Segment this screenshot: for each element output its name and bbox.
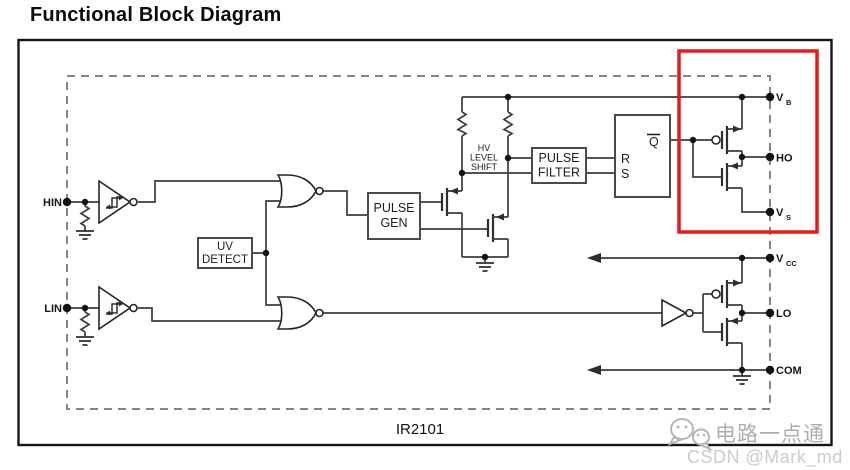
resistors — [79, 111, 514, 333]
ho-output-stage — [711, 125, 742, 191]
pin-label-ho: HO — [776, 153, 793, 165]
pin-label-vb: V — [776, 92, 784, 104]
wechat-icon — [667, 418, 713, 452]
pulse-filter-block: PULSE FILTER — [531, 147, 587, 184]
chip-name-label: IR2101 — [396, 421, 444, 438]
ic-boundary-dashed — [66, 75, 771, 410]
highlight-rectangle — [677, 49, 819, 234]
vcc-feed-arrow — [587, 253, 601, 263]
hv-level-shift-label: HV LEVEL SHIFT — [470, 143, 498, 172]
pin-dot-hin — [62, 197, 72, 207]
com-feed-arrow — [587, 365, 601, 375]
levelshift-mosfet-left — [440, 187, 462, 216]
pulse-gen-block: PULSE GEN — [367, 192, 421, 240]
lin-nor-gate — [276, 296, 324, 330]
pin-dot-vcc — [765, 253, 775, 263]
pin-dot-vb — [765, 92, 775, 102]
lin-schmitt-buffer — [98, 285, 138, 331]
com-ground-icon — [733, 375, 751, 385]
levelshift-mosfet-right — [486, 213, 508, 242]
watermark-credit: CSDN @Mark_md — [687, 447, 843, 468]
pin-dot-lo — [765, 308, 775, 318]
hin-ground-icon — [76, 230, 94, 240]
lin-ground-icon — [76, 336, 94, 346]
lo-pmos — [711, 279, 742, 308]
pulse-filter-label-1: PULSE — [539, 151, 580, 165]
pin-label-vcc: V — [776, 253, 784, 265]
lin-pulldown-resistor — [79, 311, 91, 333]
lo-inverter — [661, 298, 694, 328]
rs-latch-block: R S Q — [614, 114, 671, 198]
ground-symbols — [76, 230, 751, 385]
hin-schmitt-buffer — [98, 179, 138, 225]
latch-qbar-label: Q — [649, 135, 659, 149]
wires — [67, 96, 770, 376]
pin-label-lo: LO — [776, 308, 792, 320]
pin-label-hin: HIN — [43, 197, 62, 209]
pin-label-com: COM — [776, 365, 802, 377]
hysteresis-icon — [106, 301, 123, 316]
ho-pmos — [711, 125, 742, 154]
pin-dot-vs — [765, 207, 775, 217]
hv-resistor-right — [502, 111, 514, 137]
ho-nmos — [720, 162, 742, 191]
pin-dot-ho — [765, 152, 775, 162]
hysteresis-icon — [106, 195, 123, 210]
latch-s-label: S — [621, 167, 629, 181]
hv-label-3: SHIFT — [471, 162, 498, 172]
uv-detect-label-1: UV — [217, 241, 233, 253]
watermark: 电路一点通 CSDN @Mark_md — [667, 418, 843, 468]
pin-dots — [62, 92, 775, 375]
lo-nmos — [720, 317, 742, 346]
pulse-gen-label-2: GEN — [380, 216, 407, 230]
pin-label-lin: LIN — [44, 303, 62, 315]
pin-dot-com — [765, 365, 775, 375]
hin-pulldown-resistor — [79, 205, 91, 227]
pin-label-vcc-sub: CC — [786, 259, 797, 268]
hv-label-2: LEVEL — [470, 153, 498, 163]
pin-labels: HIN LIN V B HO V S V CC LO COM — [43, 92, 802, 377]
latch-r-label: R — [621, 152, 630, 166]
junction-dots — [81, 93, 746, 374]
pin-label-vb-sub: B — [786, 98, 792, 107]
pin-label-vs: V — [776, 207, 784, 219]
uv-detect-block: UV DETECT — [197, 237, 253, 269]
pulse-filter-label-2: FILTER — [538, 166, 580, 180]
watermark-brand: 电路一点通 — [715, 423, 825, 446]
hin-nor-gate — [276, 174, 324, 208]
levelshift-ground-icon — [476, 262, 494, 272]
pin-label-vs-sub: S — [786, 213, 791, 222]
pulse-gen-label-1: PULSE — [374, 201, 415, 215]
pin-dot-lin — [62, 303, 72, 313]
hv-resistor-left — [456, 111, 468, 137]
uv-detect-label-2: DETECT — [202, 254, 248, 266]
hv-label-1: HV — [478, 143, 491, 153]
figure-border — [17, 38, 833, 447]
lo-output-stage — [711, 279, 742, 346]
page-title: Functional Block Diagram — [30, 4, 282, 26]
